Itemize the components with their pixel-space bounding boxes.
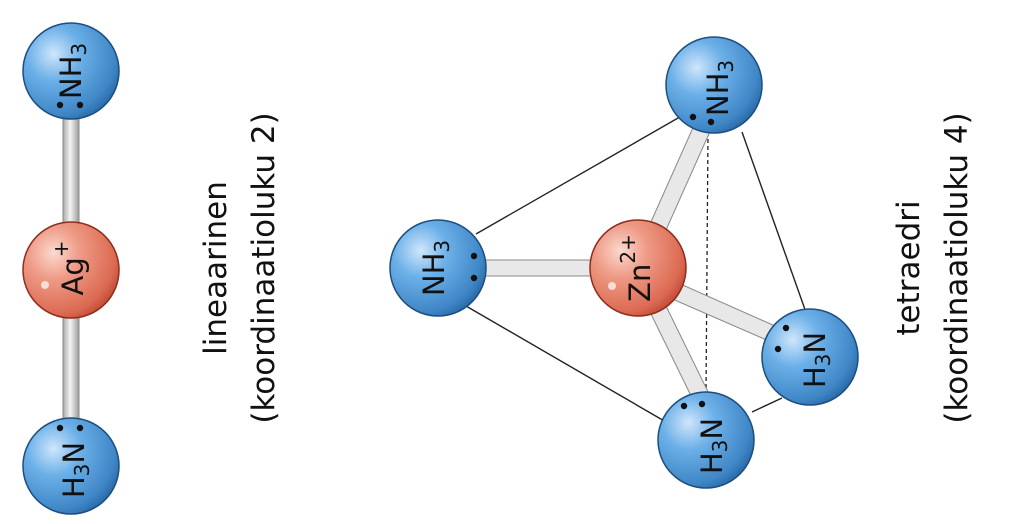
ligand-top-nh3: NH3 xyxy=(665,36,763,134)
edge xyxy=(751,397,783,413)
metal-zn: Zn2+ xyxy=(589,219,687,317)
svg-text:NH3: NH3 xyxy=(701,60,738,116)
ligand-bottom-h3n: H3N xyxy=(22,417,120,515)
lone-pair-dot xyxy=(774,345,782,353)
edge xyxy=(465,305,667,423)
edge-hidden xyxy=(705,131,709,393)
lone-pair-dot xyxy=(680,402,688,410)
lone-pair-dot xyxy=(56,424,64,432)
lone-pair-dot xyxy=(76,424,84,432)
lone-pair-dot xyxy=(470,274,478,282)
highlight-dot xyxy=(608,282,616,290)
edge xyxy=(741,131,809,319)
ligand-top-nh3: NH3 xyxy=(22,22,120,120)
lone-pair-dot xyxy=(707,118,715,126)
edge xyxy=(475,113,686,235)
ligand-right-h3n: H3N xyxy=(761,308,859,406)
metal-ag: Ag+ xyxy=(22,221,120,319)
ligand-bottom-h3n: H3N xyxy=(657,391,755,489)
lone-pair-dot xyxy=(56,101,64,109)
caption-tetrahedral: tetraedri (koordinaatioluku 4) xyxy=(891,112,975,423)
svg-text:NH3: NH3 xyxy=(54,43,91,99)
tetrahedral-complex: NH3 NH3 Zn2+ xyxy=(389,36,975,489)
lone-pair-dot xyxy=(698,400,706,408)
svg-text:Zn2+: Zn2+ xyxy=(616,234,657,302)
caption-linear-line2: (koordinaatioluku 2) xyxy=(246,112,282,423)
lone-pair-dot xyxy=(76,101,84,109)
lone-pair-dot xyxy=(782,324,790,332)
bond-zn-bottom xyxy=(649,305,713,407)
svg-text:H3N: H3N xyxy=(798,332,835,388)
bond-zn-left xyxy=(479,259,593,277)
caption-tetrahedral-line1: tetraedri xyxy=(891,200,927,335)
bond-ag-top xyxy=(62,109,80,231)
caption-tetrahedral-line2: (koordinaatioluku 4) xyxy=(939,112,975,423)
svg-text:Ag+: Ag+ xyxy=(49,240,90,295)
bond-zn-top xyxy=(649,120,713,231)
highlight-dot xyxy=(41,281,49,289)
ligand-left-nh3: NH3 xyxy=(389,219,487,317)
svg-text:H3N: H3N xyxy=(57,442,94,498)
lone-pair-dot xyxy=(470,252,478,260)
lone-pair-dot xyxy=(689,113,697,121)
caption-linear-line1: lineaarinen xyxy=(198,181,234,355)
svg-text:H3N: H3N xyxy=(695,418,732,474)
bond-ag-bottom xyxy=(62,311,80,425)
svg-text:NH3: NH3 xyxy=(417,240,454,296)
caption-linear: lineaarinen (koordinaatioluku 2) xyxy=(198,112,282,423)
linear-complex: NH3 Ag+ H3N xyxy=(22,22,282,515)
